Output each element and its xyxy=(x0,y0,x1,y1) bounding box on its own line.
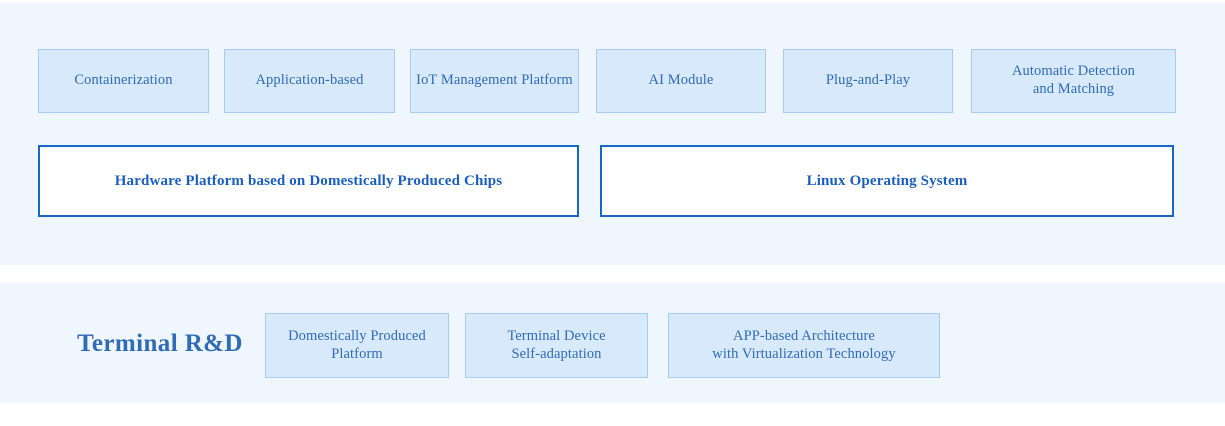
capability-box-iot-management-platform[interactable]: IoT Management Platform xyxy=(410,49,579,113)
platform-box-hardware-platform[interactable]: Hardware Platform based on Domestically … xyxy=(38,145,579,217)
capability-label: AI Module xyxy=(648,72,714,89)
capability-box-plug-and-play[interactable]: Plug-and-Play xyxy=(783,49,953,113)
capability-box-application-based[interactable]: Application-based xyxy=(224,49,395,113)
top-section-panel xyxy=(0,3,1225,265)
platform-box-linux-operating-system[interactable]: Linux Operating System xyxy=(600,145,1174,217)
capability-label: Application-based xyxy=(255,72,364,89)
platform-label: Hardware Platform based on Domestically … xyxy=(114,172,503,189)
section-title-terminal-rd: Terminal R&D xyxy=(77,330,243,357)
platform-label: Linux Operating System xyxy=(806,172,968,189)
capability-label: IoT Management Platform xyxy=(416,72,573,89)
capability-label: Plug-and-Play xyxy=(825,72,911,89)
capability-box-containerization[interactable]: Containerization xyxy=(38,49,209,113)
capability-box-ai-module[interactable]: AI Module xyxy=(596,49,766,113)
capability-label: Containerization xyxy=(74,72,173,89)
